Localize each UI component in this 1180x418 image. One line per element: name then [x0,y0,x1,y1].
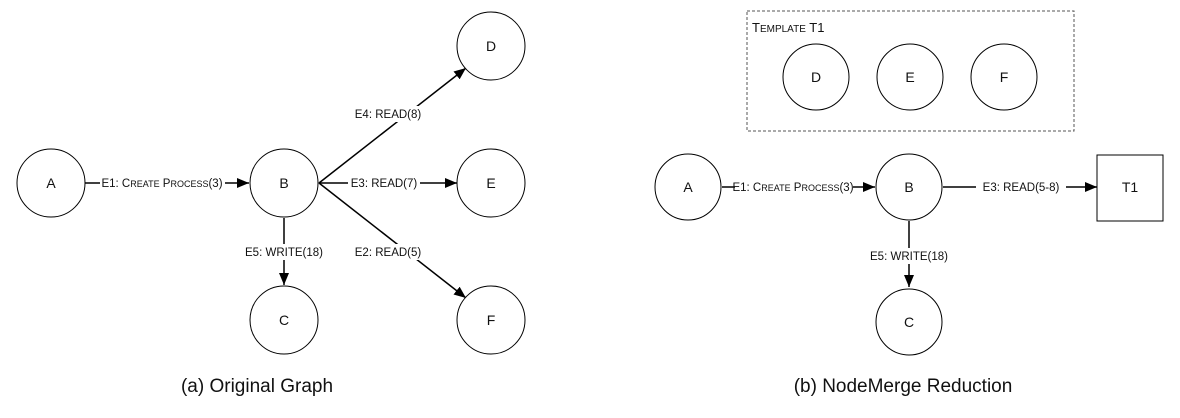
svg-text:B: B [904,179,913,195]
edge-b-d [318,67,467,184]
node-e: E [456,148,526,218]
edge-label-e5: E5: WRITE(18) [245,247,323,259]
svg-text:D: D [486,38,496,54]
node-c: C [249,285,319,355]
nodemerge-graph: TEMPLATE T1 E1: CREATE PROCESS(3) E3: RE… [654,10,1164,397]
svg-text:C: C [279,312,289,328]
caption-b: (b) NodeMerge Reduction [794,376,1013,397]
svg-text:A: A [683,179,693,195]
svg-text:F: F [487,312,496,328]
edge-label-e3: E3: READ(7) [351,178,418,190]
edge-label-e4: E4: READ(8) [355,109,422,121]
node-b-c: C [875,288,943,356]
edge-label-e2: E2: READ(5) [355,247,422,259]
node-b-t1: T1 [1096,154,1164,222]
svg-text:D: D [811,69,821,85]
original-graph: E1: CREATE PROCESS(3) E4: READ(8) E3: RE… [16,11,526,397]
node-b-e: E [876,43,944,111]
svg-text:F: F [1000,69,1009,85]
node-d: D [456,11,526,81]
edge-label-b-e1: E1: CREATE PROCESS(3) [732,182,853,194]
svg-text:B: B [279,175,288,191]
svg-text:C: C [904,314,914,330]
template-title: TEMPLATE T1 [752,20,824,35]
caption-a: (a) Original Graph [181,376,333,397]
svg-text:E: E [486,175,495,191]
node-a: A [16,148,86,218]
template-box [746,10,1075,132]
node-b-b: B [875,153,943,221]
svg-text:A: A [46,175,56,191]
node-b-d: D [782,43,850,111]
node-b: B [249,148,319,218]
svg-text:T1: T1 [1122,179,1139,195]
svg-text:E: E [905,69,914,85]
edge-b-f [318,182,467,299]
node-b-a: A [654,153,722,221]
edge-label-b-e5: E5: WRITE(18) [870,251,948,263]
node-b-f: F [970,43,1038,111]
node-f: F [456,285,526,355]
edge-label-b-e3: E3: READ(5-8) [983,182,1060,194]
edge-label-e1: E1: CREATE PROCESS(3) [101,178,222,190]
